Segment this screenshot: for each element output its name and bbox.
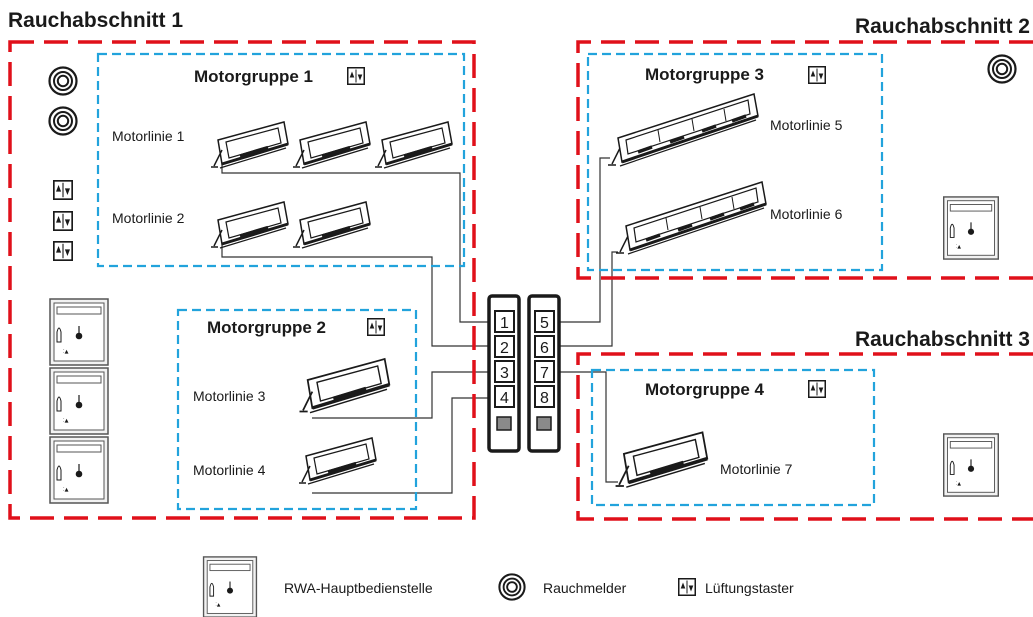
group-border-2 — [176, 308, 418, 511]
motor-line-label-6: Motorlinie 6 — [770, 206, 843, 222]
group-title-1: Motorgruppe 1 — [194, 67, 313, 86]
terminal-label: 1 — [500, 315, 509, 332]
control-panel-icon[interactable] — [942, 196, 1000, 260]
legend-smoke-detector-label: Rauchmelder — [543, 580, 627, 596]
terminal-block-right: 5 6 7 8 — [527, 294, 561, 453]
window-icon — [606, 92, 760, 168]
group-4-lueftungstaster-icon[interactable] — [808, 380, 826, 398]
control-panel-icon[interactable] — [49, 367, 109, 435]
window-icon — [291, 120, 372, 170]
group-2-lueftungstaster-icon[interactable] — [367, 318, 385, 336]
motor-line-label-3: Motorlinie 3 — [193, 388, 266, 404]
wire-line-4 — [312, 397, 492, 494]
group-borders — [96, 52, 884, 511]
group-3-lueftungstaster-icon[interactable] — [808, 66, 826, 84]
smoke-detector-icon — [48, 106, 78, 136]
motor-line-label-7: Motorlinie 7 — [720, 461, 793, 477]
terminal-label: 2 — [500, 340, 509, 357]
motor-line-label-2: Motorlinie 2 — [112, 210, 185, 226]
control-panel-icon[interactable] — [49, 298, 109, 366]
wire-line-6 — [556, 251, 618, 347]
wire-line-1 — [221, 145, 492, 323]
group-title-4: Motorgruppe 4 — [645, 380, 765, 399]
wire-line-5 — [556, 157, 610, 323]
legend: RWA-Hauptbedienstelle Rauchmelder Lüftun… — [202, 556, 794, 617]
group-title-3: Motorgruppe 3 — [645, 65, 764, 84]
wiring — [221, 145, 618, 494]
section-border-3 — [576, 352, 1033, 521]
terminal-label: 4 — [500, 390, 509, 407]
group-border-3 — [586, 52, 884, 272]
window-icon — [209, 200, 290, 250]
section-borders — [8, 40, 1033, 521]
window-icon — [297, 436, 378, 486]
terminal-indicator — [496, 416, 512, 431]
legend-control-panel-icon — [202, 556, 258, 617]
window-icon — [209, 120, 290, 170]
legend-control-panel-label: RWA-Hauptbedienstelle — [284, 580, 433, 596]
lueftungstaster-icon[interactable] — [53, 241, 73, 261]
terminal-label: 6 — [540, 340, 549, 357]
control-panel-icon[interactable] — [49, 436, 109, 504]
terminal-label: 5 — [540, 315, 549, 332]
section-title-3: Rauchabschnitt 3 — [855, 328, 1030, 351]
motor-line-label-5: Motorlinie 5 — [770, 117, 843, 133]
control-panel-icon[interactable] — [942, 433, 1000, 497]
section-border-1 — [8, 40, 476, 520]
wire-line-7 — [556, 371, 618, 483]
window-icon — [373, 120, 454, 170]
wire-line-3 — [312, 371, 492, 419]
terminal-indicator — [536, 416, 552, 431]
section-border-2 — [576, 40, 1033, 280]
smoke-detector-icon — [48, 66, 78, 96]
window-icon — [300, 359, 390, 413]
lueftungstaster-icon[interactable] — [53, 180, 73, 200]
group-title-2: Motorgruppe 2 — [207, 318, 326, 337]
lueftungstaster-icon[interactable] — [53, 211, 73, 231]
smoke-detector-icon — [987, 54, 1017, 84]
terminal-label: 3 — [500, 365, 509, 382]
terminal-label: 8 — [540, 390, 549, 407]
terminal-label: 7 — [540, 365, 549, 382]
section-title-1: Rauchabschnitt 1 — [8, 9, 183, 32]
window-icon — [616, 432, 708, 487]
window-icon — [291, 200, 372, 250]
legend-lueftungstaster-icon — [678, 578, 696, 596]
motor-line-label-1: Motorlinie 1 — [112, 128, 185, 144]
legend-vent-button-label: Lüftungstaster — [705, 580, 794, 596]
terminal-block-left: 1 2 3 4 — [487, 294, 521, 453]
section-title-2: Rauchabschnitt 2 — [855, 15, 1030, 38]
window-icon — [614, 180, 768, 256]
motor-line-label-4: Motorlinie 4 — [193, 462, 266, 478]
group-border-4 — [590, 368, 876, 507]
legend-smoke-detector-icon — [498, 573, 526, 601]
group-1-lueftungstaster-icon[interactable] — [347, 67, 365, 85]
wire-line-2 — [221, 237, 492, 347]
group-border-1 — [96, 52, 466, 268]
